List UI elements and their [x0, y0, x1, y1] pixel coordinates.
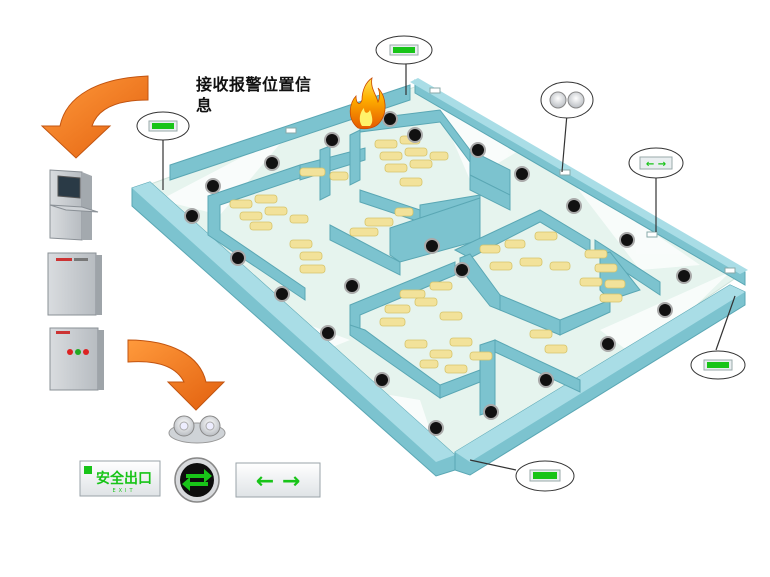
floor-indicators — [184, 111, 692, 436]
floor-plan — [131, 62, 748, 477]
exit-sign-icon: 安全出口 EXIT — [79, 460, 161, 497]
furniture — [229, 135, 626, 374]
wall-front-left-top — [132, 182, 455, 462]
callout-exit-sign-top — [375, 35, 433, 65]
callout-exit-sign-left — [136, 111, 190, 141]
wall-front-right-top — [455, 285, 745, 462]
exit-sign-text: 安全出口 — [96, 470, 152, 487]
exit-sign-subtext: EXIT — [112, 488, 135, 494]
fire-icon — [349, 77, 386, 130]
alarm-caption: 接收报警位置信息 — [196, 75, 312, 115]
svg-text:← →: ← → — [646, 159, 666, 170]
callout-emergency-light — [540, 81, 594, 119]
callout-exit-sign-right — [690, 350, 746, 380]
orange-arrow-icon-2 — [127, 339, 226, 411]
direction-sign-arrows: ← → — [256, 469, 301, 494]
round-indicator-icon — [174, 457, 220, 503]
wall-lights — [285, 87, 736, 274]
power-panel-icon — [47, 252, 102, 316]
callout-direction-sign: ← → — [628, 147, 684, 179]
callout-lines — [162, 62, 736, 471]
control-cabinet-icon — [49, 169, 99, 241]
callout-exit-sign-bottom — [515, 460, 575, 492]
wall-top-back-right — [410, 78, 748, 274]
direction-sign-icon: ← → — [235, 462, 321, 498]
monitor-panel-icon — [49, 327, 104, 391]
orange-arrow-icon — [40, 75, 149, 159]
emergency-light-icon — [168, 415, 226, 444]
